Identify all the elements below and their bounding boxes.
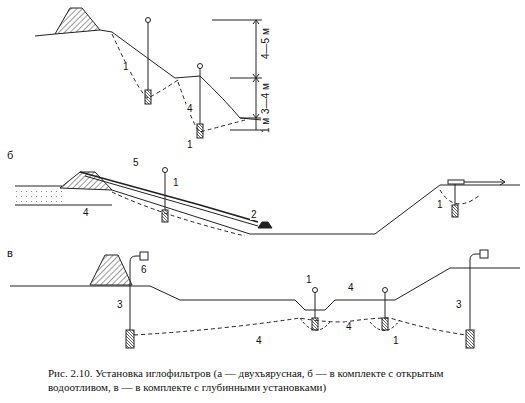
callout-number: 1 [392, 336, 400, 346]
dimension: 1 м [261, 117, 271, 134]
section-v [10, 250, 520, 348]
callout-number: 3 [116, 300, 124, 310]
callout-number: 4 [82, 208, 90, 218]
callout-number: 4 [255, 336, 263, 346]
callout-number: 1 [305, 275, 313, 285]
callout-number: 4 [347, 283, 355, 293]
callout-number: 4 [345, 322, 353, 332]
section-a [35, 8, 262, 138]
callout-number: 3 [455, 300, 463, 310]
dimension: 4—5 м [261, 27, 271, 60]
dimension: 3—4 м [261, 82, 271, 115]
section-letter: в [6, 248, 14, 259]
section-b [15, 168, 520, 237]
callout-number: 2 [250, 210, 258, 220]
figure-caption: Рис. 2.10. Установка иглофильтров (а — д… [48, 366, 508, 395]
callout-number: 4 [186, 104, 194, 114]
callout-number: 1 [186, 140, 194, 150]
callout-number: 1 [122, 62, 130, 72]
callout-number: 1 [436, 200, 444, 210]
section-letter: б [6, 150, 14, 161]
callout-number: 5 [132, 158, 140, 168]
callout-number: 1 [172, 178, 180, 188]
callout-number: 6 [140, 265, 148, 275]
